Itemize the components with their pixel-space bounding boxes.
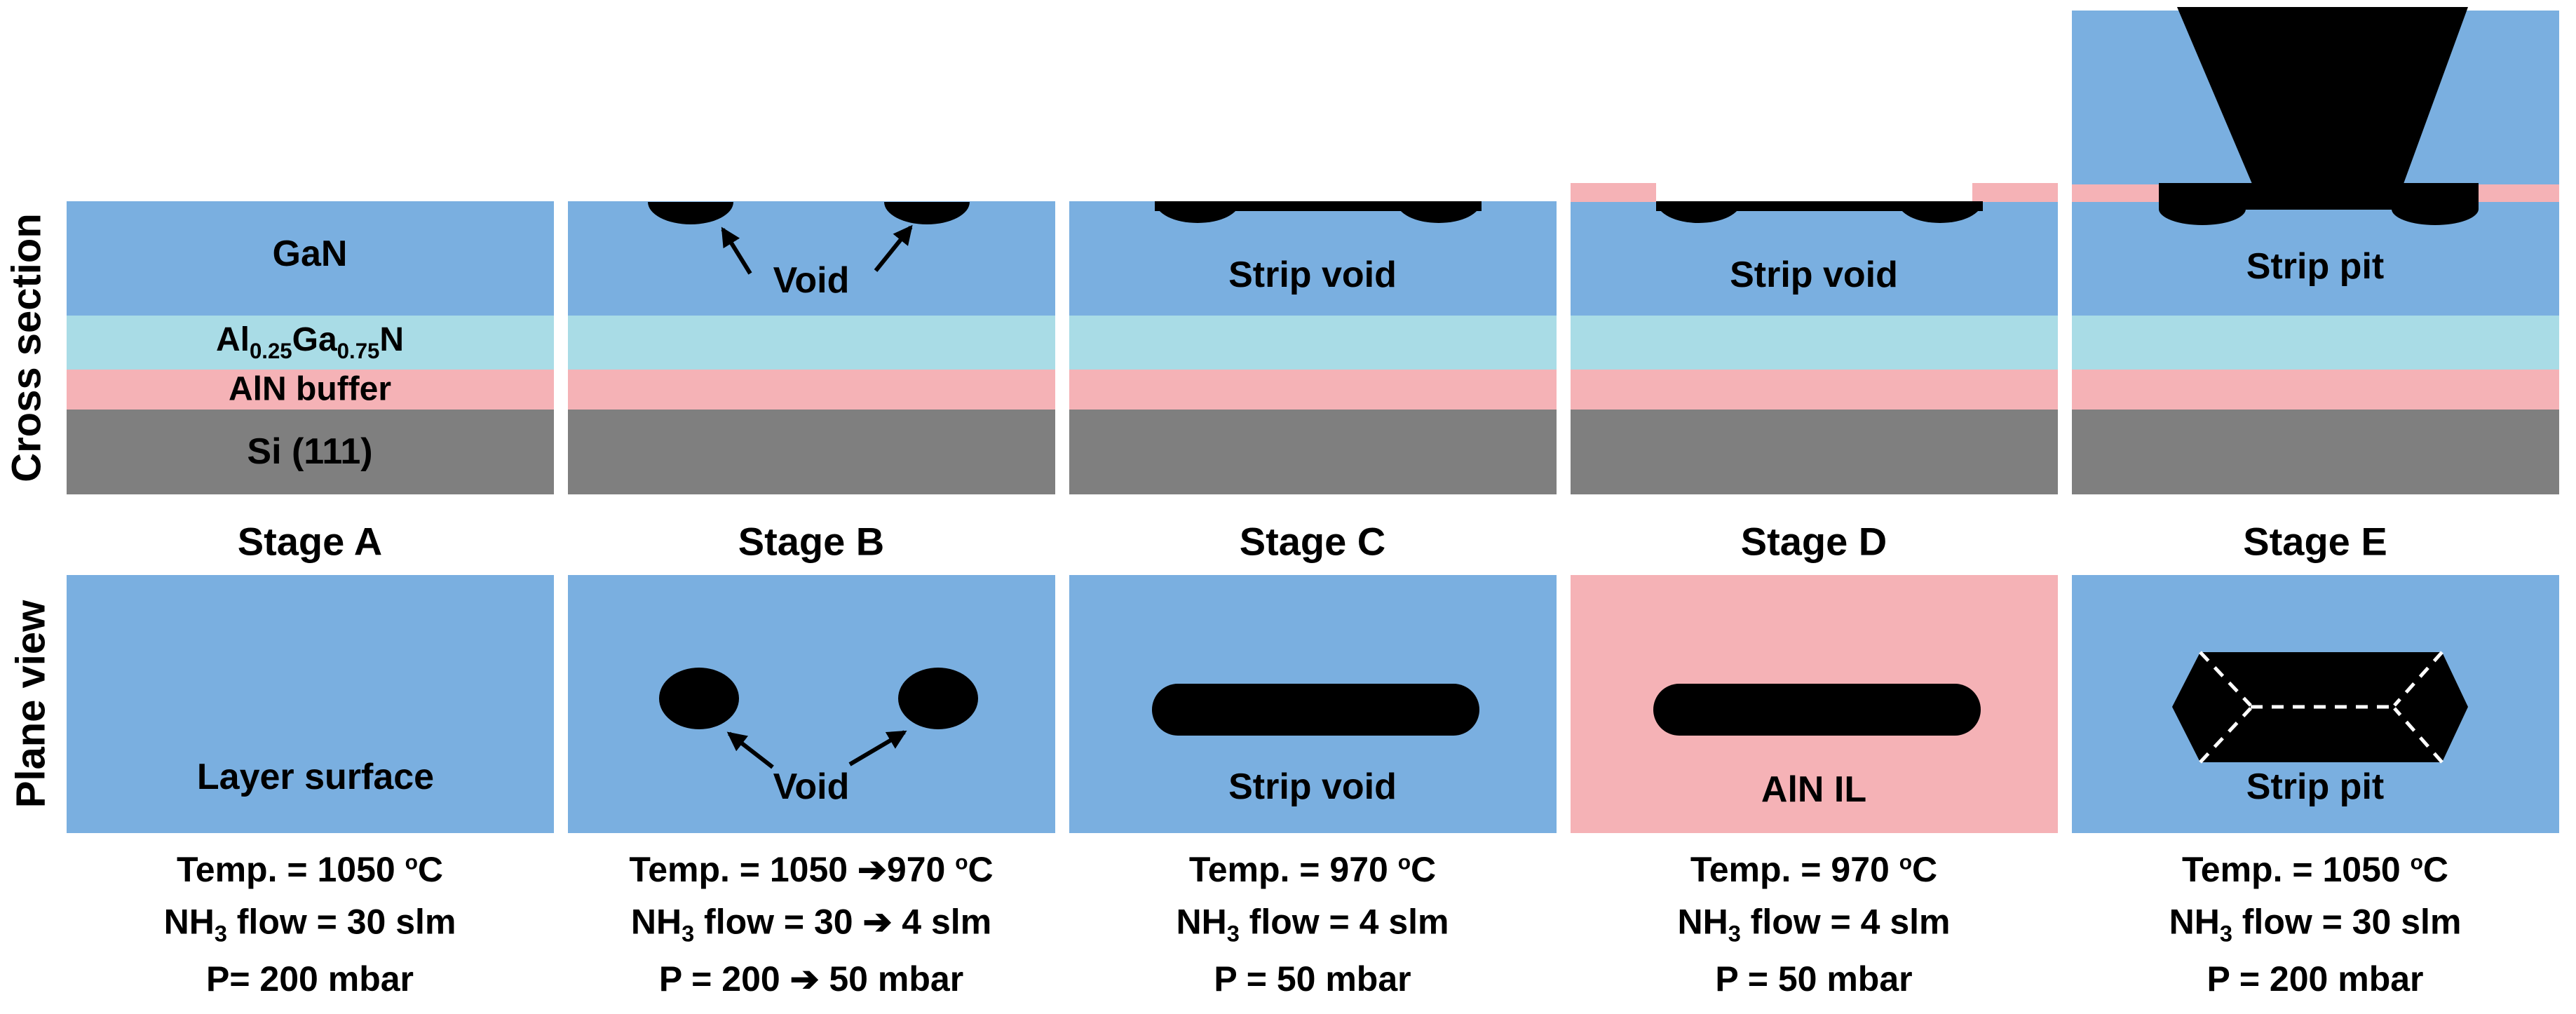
strip-pit-annotation-cross: Strip pit bbox=[2246, 246, 2385, 287]
row-label-cross-section: Cross section bbox=[4, 213, 50, 482]
layer-algan bbox=[1571, 316, 2058, 370]
aln-interlayer-strip-left bbox=[1571, 183, 1656, 202]
layer-surface-annotation: Layer surface bbox=[196, 757, 435, 797]
stage-e-label: Stage E bbox=[2243, 519, 2387, 564]
strip-void-annotation-plane: Strip void bbox=[1228, 766, 1397, 807]
stage-a-plane-panel bbox=[67, 575, 554, 833]
temperature-value: Temp. = 970 oC bbox=[1690, 850, 1938, 889]
void-annotation-plane: Void bbox=[773, 766, 850, 807]
strip-void-annotation-cross: Strip void bbox=[1228, 255, 1397, 295]
stage-a-label: Stage A bbox=[237, 519, 383, 564]
layer-aln-buffer bbox=[568, 370, 1055, 410]
temperature-value: Temp. = 1050 oC bbox=[2181, 850, 2449, 889]
pressure-value: P = 50 mbar bbox=[1214, 959, 1411, 999]
stage-d-label: Stage D bbox=[1740, 519, 1887, 564]
aln-interlayer-strip-right bbox=[1972, 183, 2058, 202]
layer-si-substrate bbox=[568, 410, 1055, 494]
nh3-flow-value: NH3 flow = 4 slm bbox=[1677, 902, 1951, 947]
layer-si-substrate bbox=[1069, 410, 1557, 494]
aln-interlayer-left bbox=[2072, 184, 2159, 202]
layer-si-substrate bbox=[67, 410, 554, 494]
temperature-value: Temp. = 1050 ➔970 oC bbox=[629, 850, 994, 889]
nh3-flow-value: NH3 flow = 4 slm bbox=[1176, 902, 1449, 947]
aln-il-annotation-plane: AlN IL bbox=[1761, 769, 1867, 810]
layer-algan bbox=[67, 316, 554, 370]
temperature-value: Temp. = 970 oC bbox=[1188, 850, 1437, 889]
pressure-value: P = 200 ➔ 50 mbar bbox=[658, 959, 964, 999]
stage-c-label: Stage C bbox=[1239, 519, 1386, 564]
layer-algan bbox=[1069, 316, 1557, 370]
layer-aln-buffer bbox=[1571, 370, 2058, 410]
layer-gan bbox=[67, 201, 554, 316]
aln-interlayer-right bbox=[2479, 184, 2559, 202]
pressure-value: P = 50 mbar bbox=[1715, 959, 1913, 999]
layer-si-substrate bbox=[2072, 410, 2559, 494]
void-annotation-cross: Void bbox=[773, 260, 850, 301]
row-label-plane-view: Plane view bbox=[8, 600, 54, 809]
layer-algan bbox=[568, 316, 1055, 370]
stage-b-label: Stage B bbox=[738, 519, 885, 564]
temperature-value: Temp. = 1050 oC bbox=[176, 850, 444, 889]
nh3-flow-value: NH3 flow = 30 slm bbox=[2169, 902, 2462, 947]
strip-void-annotation-cross: Strip void bbox=[1730, 255, 1898, 295]
layer-label-gan: GaN bbox=[272, 234, 348, 274]
layer-label-aln-buffer: AlN buffer bbox=[229, 370, 391, 408]
layer-aln-buffer bbox=[2072, 370, 2559, 410]
nh3-flow-value: NH3 flow = 30 slm bbox=[163, 902, 456, 947]
nh3-flow-value: NH3 flow = 30 ➔ 4 slm bbox=[630, 902, 992, 947]
layer-label-algan: Al0.25Ga0.75N bbox=[215, 321, 405, 363]
pressure-value: P = 200 mbar bbox=[2206, 959, 2424, 999]
strip-pit-annotation-plane: Strip pit bbox=[2246, 766, 2385, 807]
layer-label-substrate: Si (111) bbox=[247, 431, 373, 472]
layer-si-substrate bbox=[1571, 410, 2058, 494]
layer-algan bbox=[2072, 316, 2559, 370]
pressure-value: P= 200 mbar bbox=[205, 959, 414, 999]
layer-aln-buffer bbox=[67, 370, 554, 410]
layer-aln-buffer bbox=[1069, 370, 1557, 410]
